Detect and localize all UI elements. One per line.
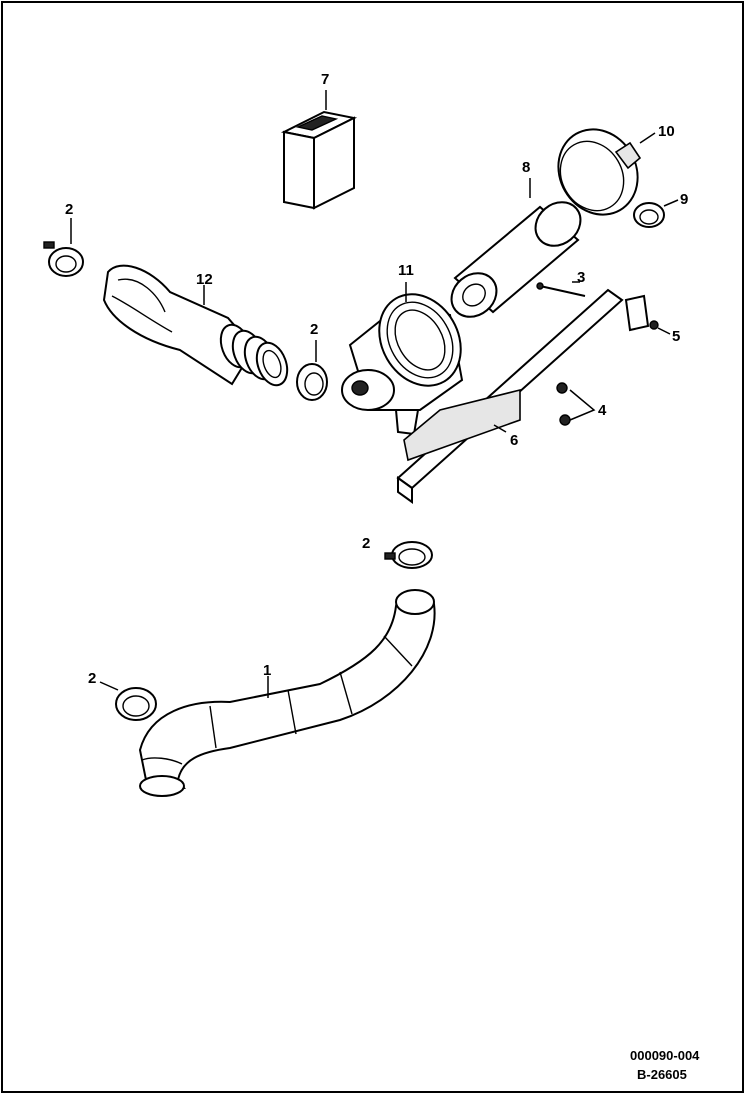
clamp-part-2-lower [384,541,433,569]
intake-tube-part-12 [102,264,289,387]
callout-4: 4 [598,402,607,419]
cap-part-10 [557,128,656,216]
callout-6: 6 [510,432,519,449]
bellows [219,323,289,387]
decal-box-part-7 [280,90,358,210]
filter-element-part-8 [450,178,582,318]
callout-2-mid: 2 [310,321,319,338]
clamp-part-2-upper [43,218,84,277]
drawing-code: 000090-004 [630,1048,700,1063]
callout-12: 12 [196,271,213,288]
callout-2-lower: 2 [362,535,371,552]
callout-9: 9 [680,191,689,208]
clamp-part-2-bottom [99,681,157,721]
clamp-part-2-mid [296,340,328,401]
callout-2-bottom: 2 [88,670,97,687]
plate-part-5 [624,294,671,335]
lower-hose-part-1 [138,589,436,797]
callout-2-upper: 2 [65,201,74,218]
callout-3: 3 [577,269,586,286]
callout-5: 5 [672,328,681,345]
callout-7: 7 [321,71,330,88]
callout-10: 10 [658,123,675,140]
callout-11: 11 [398,262,414,279]
air-cleaner-housing-part-11 [341,282,464,436]
clamp-part-9 [633,199,679,228]
mounting-bracket-part-6 [396,288,624,504]
callout-1: 1 [263,662,272,679]
callout-8: 8 [522,159,531,176]
bolt-part-3 [536,281,586,297]
part-reference: B-26605 [637,1067,687,1082]
nuts-part-4 [556,382,596,426]
